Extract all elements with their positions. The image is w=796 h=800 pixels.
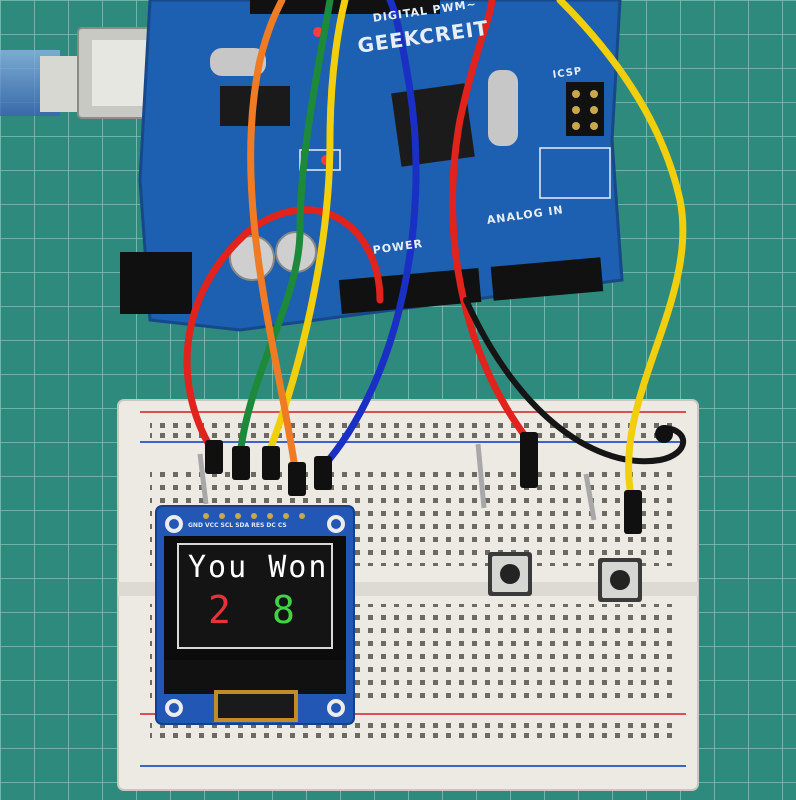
resistor-leg: [197, 453, 209, 505]
oled-score-right: 8: [272, 588, 297, 632]
wire-green: [236, 0, 334, 459]
analog-header: [490, 257, 604, 301]
wire-yellow-scl: [266, 0, 349, 454]
push-button-left: [488, 552, 532, 596]
oled-score-left: 2: [208, 588, 233, 632]
jumper-wires: [183, 0, 687, 504]
wire-plugs: [205, 425, 673, 534]
button-leg: [475, 443, 487, 509]
wire-blue: [318, 0, 420, 472]
oled-pin-labels: GND VCC SCL SDA RES DC CS: [188, 522, 287, 529]
oled-ribbon: [214, 690, 298, 722]
power-header: [338, 267, 482, 315]
push-button-right: [598, 558, 642, 602]
wire-yellow-button: [556, 0, 687, 504]
wire-red-button: [449, 0, 532, 444]
arduino-board: [120, 0, 624, 332]
crystal: [210, 48, 266, 76]
oled-module: [155, 505, 355, 725]
power-jack: [120, 252, 192, 314]
oled-frame: [177, 543, 333, 649]
icsp-header: [566, 82, 604, 136]
button-leg: [583, 473, 597, 521]
wire-orange: [247, 0, 300, 479]
oscillator: [488, 70, 518, 146]
oled-title-text: You Won: [188, 550, 329, 585]
wire-red-vcc: [183, 206, 384, 454]
